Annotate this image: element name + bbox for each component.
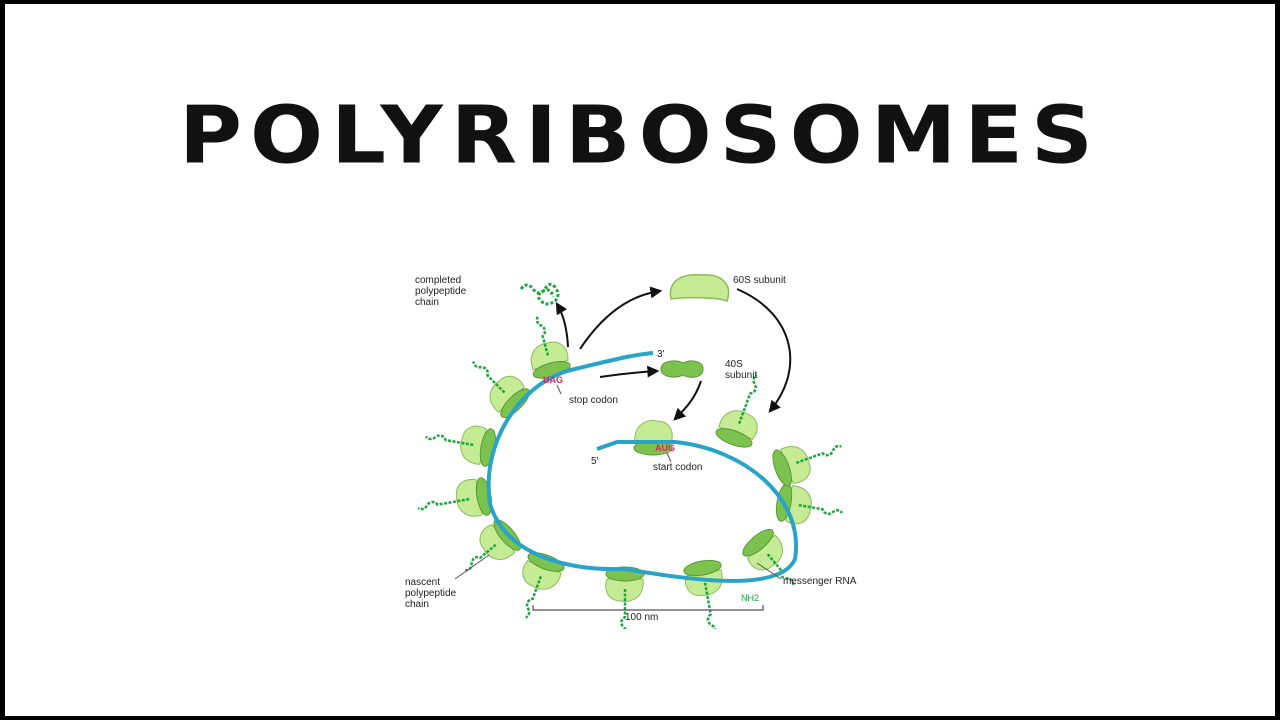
slide: POLYRIBOSOMES [5, 4, 1275, 716]
nascent-chain [703, 582, 717, 629]
completed-label-3: chain [415, 297, 439, 308]
ribosome [417, 477, 493, 517]
small-subunit [500, 388, 530, 418]
ribosome [530, 316, 571, 379]
ribosome [472, 361, 530, 418]
large-subunit [684, 569, 723, 597]
sub40-label-1: 40S [725, 359, 743, 370]
large-subunit [522, 560, 562, 590]
ribosome [683, 559, 723, 629]
ribosome-group [417, 316, 844, 629]
three-prime-label: 3' [657, 349, 665, 360]
mrna-label: messenger RNA [783, 576, 857, 587]
small-subunit [772, 449, 792, 487]
small-subunit [683, 559, 722, 577]
sub40-label-2: subunit [725, 370, 757, 381]
nascent-pointer [454, 554, 490, 580]
start-codon-pointer [666, 452, 672, 463]
stop-codon-label: stop codon [569, 395, 618, 406]
stop-codon-pointer [556, 384, 562, 395]
arrow-to-completed [555, 301, 569, 348]
nascent-label-1: nascent [405, 577, 440, 588]
nascent-chain [535, 316, 550, 356]
polyribosome-diagram: completed polypeptide chain 60S subunit … [405, 273, 857, 629]
ribosome [742, 528, 795, 586]
scale-bar [532, 605, 764, 611]
free-60s-subunit [669, 273, 730, 302]
nascent-chain [417, 497, 470, 511]
free-40s-subunit [660, 360, 704, 378]
arrow-stop-to-40s [599, 365, 660, 378]
large-subunit [718, 410, 758, 440]
uag-codon: UAG [543, 375, 563, 385]
small-subunit [527, 552, 565, 572]
nascent-chain [525, 575, 543, 619]
large-subunit [455, 478, 483, 517]
nh2-label: NH2 [741, 593, 759, 603]
nascent-chain [425, 434, 474, 447]
nascent-chain [798, 503, 844, 516]
aug-codon: AUG [655, 443, 675, 453]
nascent-chain [464, 543, 497, 572]
nascent-chain [795, 444, 842, 465]
ribosome [633, 420, 673, 456]
nascent-chain [766, 553, 795, 586]
arrow-to-60s [579, 286, 663, 350]
nascent-chain [472, 361, 506, 394]
completed-label-2: polypeptide [415, 286, 467, 297]
mrna-strand [486, 351, 799, 583]
ribosome [425, 425, 497, 467]
scale-label: 100 nm [625, 612, 658, 623]
sub60-label: 60S subunit [733, 275, 786, 286]
start-codon-label: start codon [653, 462, 702, 473]
arrow-40s-to-start [673, 380, 702, 421]
nascent-label-3: chain [405, 599, 429, 610]
completed-label-1: completed [415, 275, 461, 286]
large-subunit [460, 425, 487, 465]
arrow-60s-to-start [736, 288, 792, 413]
completed-polypeptide [519, 282, 560, 306]
large-subunit [634, 420, 673, 444]
small-subunit [715, 428, 753, 448]
slide-title: POLYRIBOSOMES [178, 90, 1101, 182]
nascent-label-2: polypeptide [405, 588, 457, 599]
ribosome [772, 444, 842, 487]
five-prime-label: 5' [591, 456, 599, 467]
ribosome [522, 552, 565, 619]
mrna-pointer [756, 562, 782, 580]
small-subunit [742, 528, 774, 557]
nascent-chain [737, 373, 758, 425]
ribosome [464, 519, 522, 572]
ribosome [715, 373, 758, 448]
large-subunit [780, 446, 811, 484]
